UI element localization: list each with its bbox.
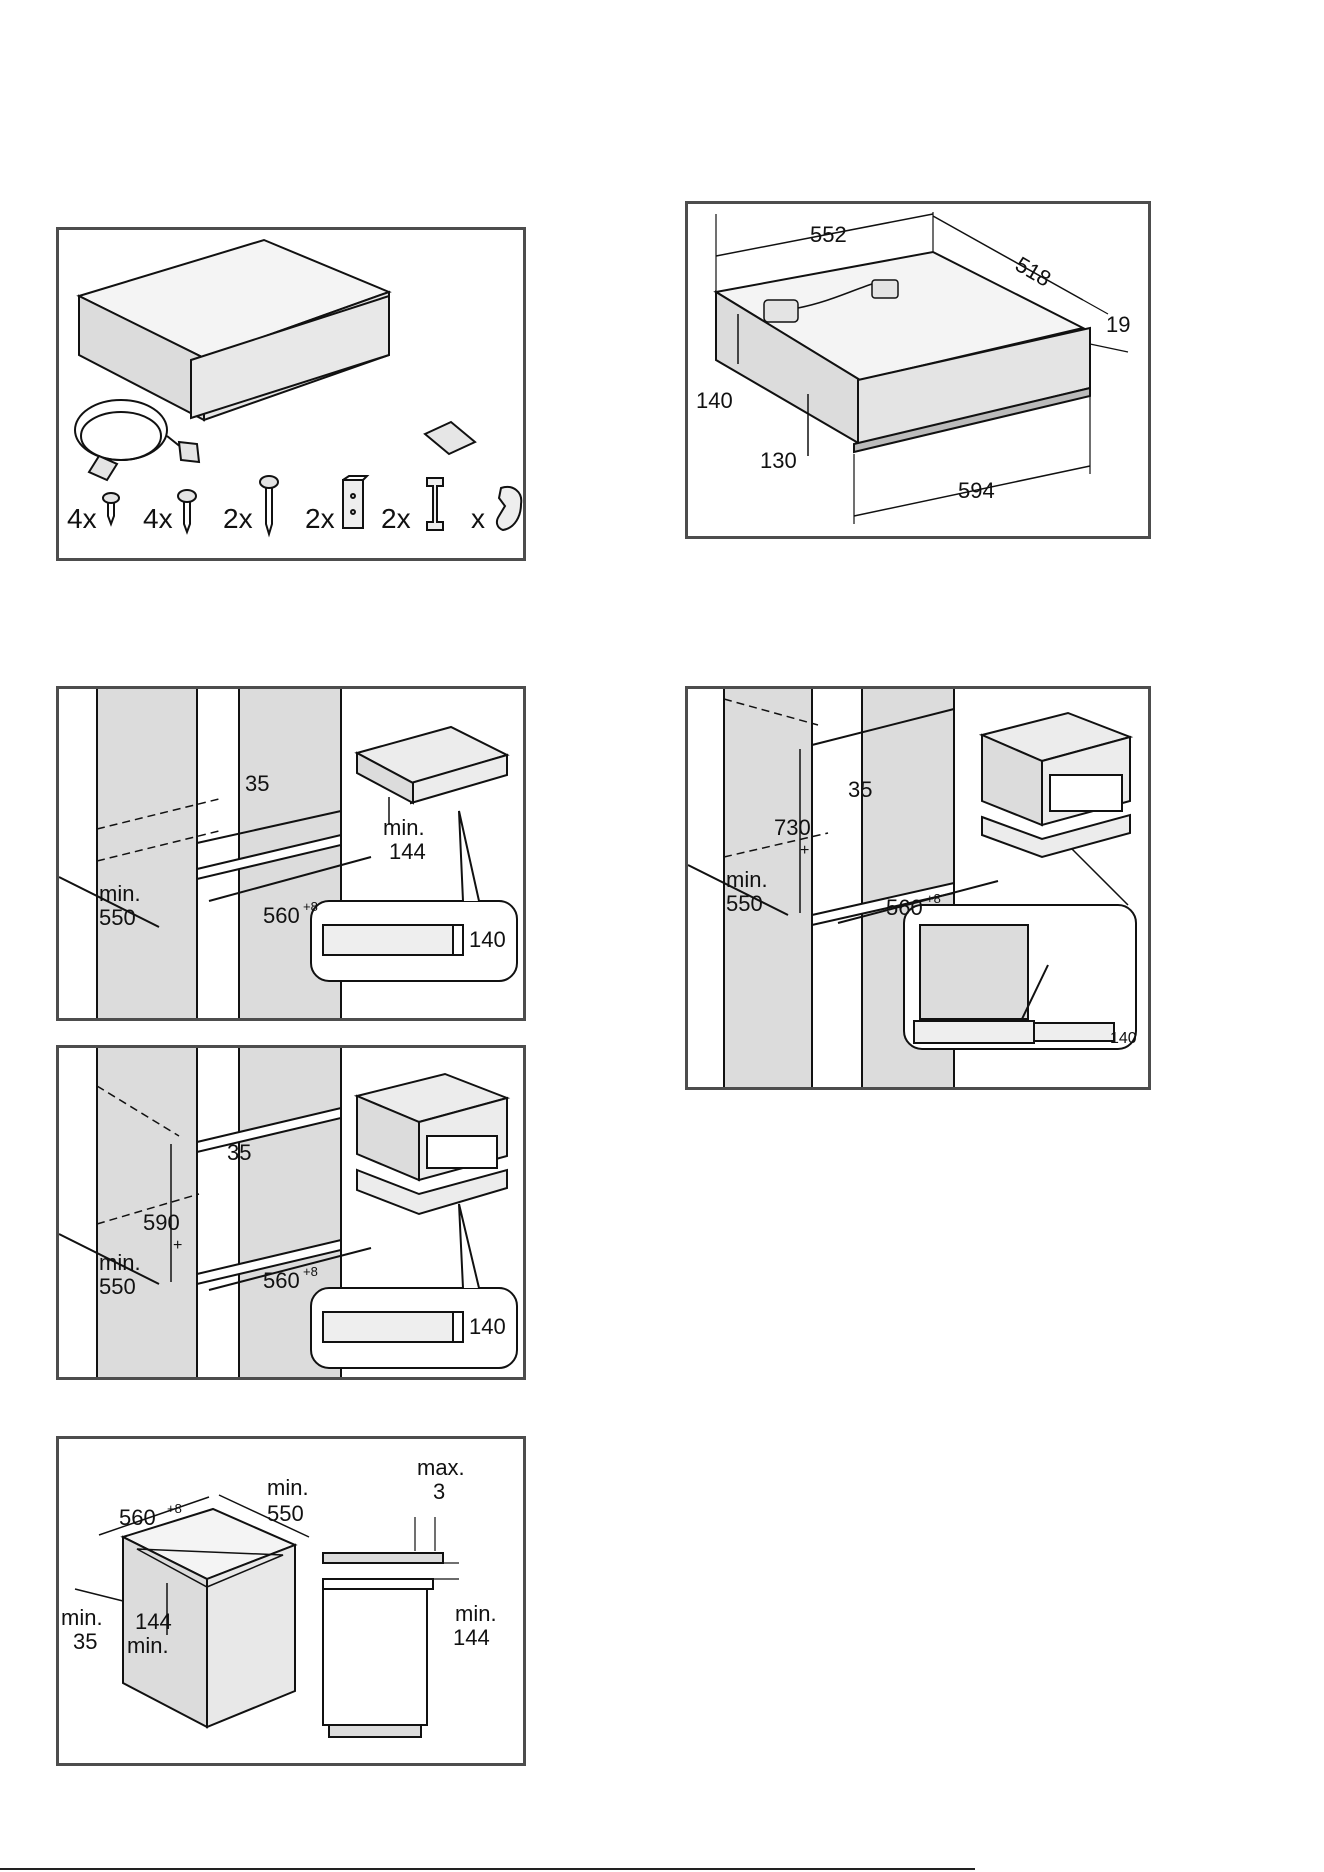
wrench-icon — [497, 487, 521, 530]
panel-oven-590: 35 590 + min. 550 560 +8 140 — [56, 1045, 526, 1380]
oven-thumbnail — [982, 713, 1130, 825]
oven-730-drawing: 35 730 + min. 550 560 +8 140 — [688, 689, 1148, 1087]
width-label: 560 — [263, 1268, 300, 1293]
clip-icon — [427, 478, 443, 530]
power-cable-icon — [75, 400, 199, 480]
height-label: 144 — [135, 1609, 172, 1634]
height-label: 590 — [143, 1210, 180, 1235]
height-tolerance: + — [173, 1237, 182, 1254]
dim-depth-label: 518 — [1011, 252, 1055, 292]
min-depth-word: min. — [99, 881, 141, 906]
min-height-label: 144 — [453, 1625, 490, 1650]
min-height-label: 144 — [389, 839, 426, 864]
dimension-drawing: 552 518 19 140 130 594 — [688, 204, 1148, 536]
panel-parts: 4x 4x 2x 2x 2x x — [56, 227, 526, 561]
niche-drawer-drawing: 35 min. 144 min. 550 560 +8 140 — [59, 689, 523, 1018]
width-tolerance: +8 — [926, 891, 941, 906]
min-depth-word: min. — [726, 867, 768, 892]
drawer-height-label: 140 — [469, 1314, 506, 1339]
min-height-word: min. — [127, 1633, 169, 1658]
height-tolerance: + — [800, 842, 809, 859]
min-word-label: min. — [455, 1601, 497, 1626]
gap-label: 35 — [245, 771, 269, 796]
long-screw-icon — [260, 476, 278, 534]
max-word-label: max. — [417, 1455, 465, 1480]
cabinet-hob-drawing: 560 +8 min. 550 min. 35 144 min. max. 3 … — [59, 1439, 523, 1763]
width-label: 560 — [263, 903, 300, 928]
item-qty-2: 4x — [143, 503, 173, 534]
gap-label: 35 — [848, 777, 872, 802]
depth-label: 550 — [99, 1274, 136, 1299]
screw-icon — [178, 490, 196, 532]
min-depth-word: min. — [267, 1475, 309, 1500]
dim-front-height-label: 130 — [760, 448, 797, 473]
item-qty-3: 2x — [223, 503, 253, 534]
item-qty-4: 2x — [305, 503, 335, 534]
page-bottom-rule — [0, 1868, 975, 1870]
side-label: 35 — [73, 1629, 97, 1654]
panel-dimensions: 552 518 19 140 130 594 — [685, 201, 1151, 539]
dim-front-label: 19 — [1106, 312, 1130, 337]
max-value-label: 3 — [433, 1479, 445, 1504]
drawer-thumbnail — [357, 727, 507, 803]
min-side-word: min. — [61, 1605, 103, 1630]
drawer-height-label: 140 — [469, 927, 506, 952]
item-qty-6: x — [471, 503, 485, 534]
bracket-icon — [343, 476, 367, 528]
depth-label: 550 — [267, 1501, 304, 1526]
width-label: 560 — [119, 1505, 156, 1530]
cabinet-front-view — [323, 1517, 459, 1737]
dim-body-height-label: 140 — [696, 388, 733, 413]
width-tolerance: +8 — [303, 1264, 318, 1279]
panel-oven-730: 35 730 + min. 550 560 +8 140 — [685, 686, 1151, 1090]
oven-590-drawing: 35 590 + min. 550 560 +8 140 — [59, 1048, 523, 1377]
item-qty-1: 4x — [67, 503, 97, 534]
width-label: 560 — [886, 895, 923, 920]
drawer-illustration — [79, 240, 389, 420]
item-qty-5: 2x — [381, 503, 411, 534]
panel-cabinet-hob: 560 +8 min. 550 min. 35 144 min. max. 3 … — [56, 1436, 526, 1766]
panel-niche-drawer: 35 min. 144 min. 550 560 +8 140 — [56, 686, 526, 1021]
min-depth-word: min. — [99, 1250, 141, 1275]
depth-label: 550 — [726, 891, 763, 916]
depth-label: 550 — [99, 905, 136, 930]
instruction-card-icon — [425, 422, 475, 454]
gap-label: 35 — [227, 1140, 251, 1165]
parts-drawing: 4x 4x 2x 2x 2x x — [59, 230, 523, 558]
dim-width-label: 552 — [810, 222, 847, 247]
short-screw-icon — [103, 493, 119, 524]
min-word-label: min. — [383, 815, 425, 840]
height-label: 730 — [774, 815, 811, 840]
dim-front-width-label: 594 — [958, 478, 995, 503]
drawer-height-label: 140 — [1110, 1030, 1137, 1047]
oven-thumbnail-2 — [357, 1074, 507, 1214]
width-tolerance: +8 — [303, 899, 318, 914]
width-tolerance: +8 — [167, 1501, 182, 1516]
